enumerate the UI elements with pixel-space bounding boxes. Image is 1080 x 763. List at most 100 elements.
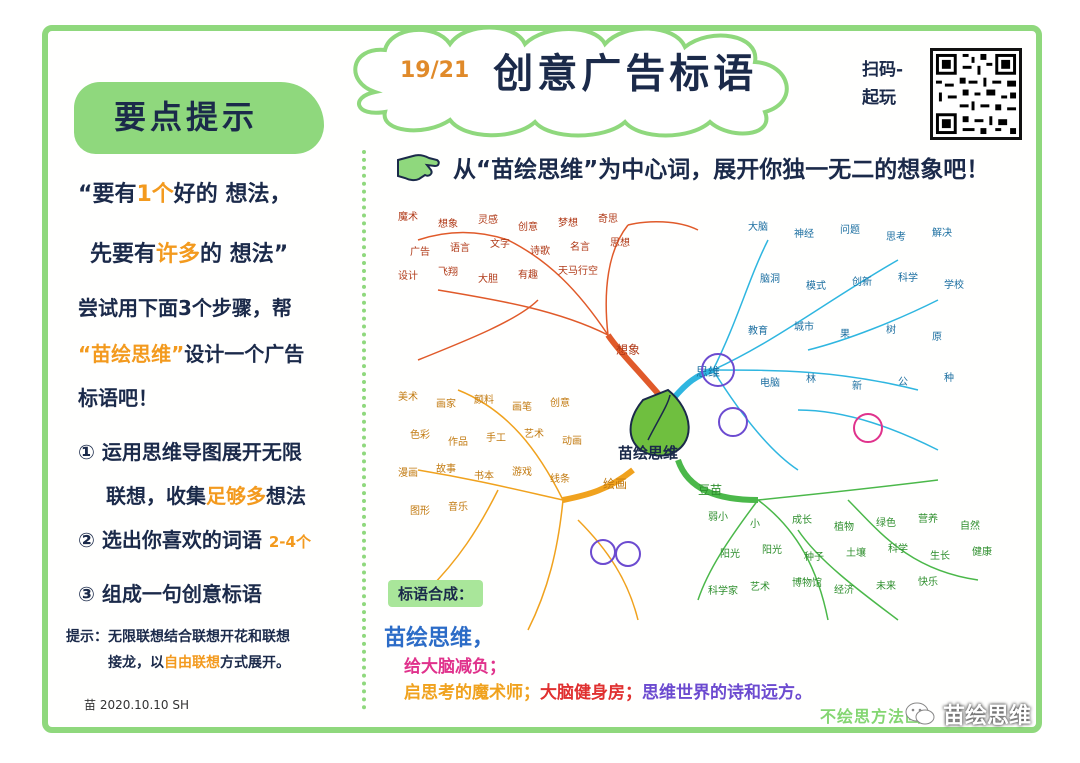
mindmap-word-red: 大胆 bbox=[478, 272, 498, 285]
mindmap-word-blue: 模式 bbox=[806, 279, 826, 292]
step-1-line2: 联想，收集足够多想法 bbox=[106, 480, 306, 509]
step-text: ② 选出你喜欢的词语 bbox=[78, 528, 262, 552]
mindmap-word-orange: 游戏 bbox=[512, 465, 532, 478]
mindmap-word-blue: 教育 bbox=[748, 324, 768, 337]
hint-text: 接龙，以 bbox=[108, 655, 164, 671]
slogan-part-c: 思维世界的诗和远方。 bbox=[642, 683, 812, 703]
mindmap-word-green: 未来 bbox=[876, 580, 896, 592]
mindmap-word-green: 弱小 bbox=[708, 511, 728, 523]
page-number: 19/21 bbox=[400, 57, 470, 83]
mindmap-word-blue: 问题 bbox=[840, 223, 860, 236]
hint-line1: 提示：无限联想结合联想开花和联想 bbox=[66, 629, 290, 645]
mindmap-word-orange: 手工 bbox=[486, 431, 506, 444]
quote-text: 好的 想法， bbox=[173, 182, 292, 207]
mindmap-word-red: 思想 bbox=[610, 236, 630, 249]
mindmap-word-blue: 公 bbox=[898, 377, 908, 388]
quote-line1: “要有1个好的 想法， bbox=[78, 176, 291, 208]
mindmap-word-green: 成长 bbox=[792, 514, 812, 526]
step-3: ③ 组成一句创意标语 bbox=[78, 582, 262, 606]
mindmap-word-orange: 音乐 bbox=[448, 500, 468, 513]
title-cloud bbox=[353, 25, 789, 138]
mindmap-word-red: 创意 bbox=[518, 220, 538, 233]
tips-title: 要点提示 bbox=[114, 98, 259, 136]
mindmap-word-blue: 大脑 bbox=[748, 220, 768, 233]
mindmap-word-red: 诗歌 bbox=[530, 244, 550, 257]
mindmap-word-orange: 漫画 bbox=[398, 467, 418, 479]
step-highlight: 2-4个 bbox=[268, 533, 311, 551]
qr-label-line1: 扫码- bbox=[862, 60, 904, 80]
mindmap-word-green: 土壤 bbox=[846, 546, 866, 559]
intro-text: 设计一个广告 bbox=[184, 342, 305, 366]
hint-highlight: 自由联想 bbox=[164, 655, 220, 671]
mindmap-word-green: 科学 bbox=[888, 542, 908, 555]
branch-blue-label: 思维 bbox=[696, 365, 720, 379]
mindmap-word-red: 想象 bbox=[438, 217, 458, 230]
mindmap-word-green: 自然 bbox=[960, 519, 980, 532]
slogan-line2: 给大脑减负； bbox=[404, 657, 506, 677]
mindmap-word-blue: 思考 bbox=[886, 231, 906, 243]
wechat-icon bbox=[905, 702, 935, 725]
mindmap-word-orange: 图形 bbox=[410, 505, 430, 517]
column-divider bbox=[362, 150, 366, 710]
mindmap-word-orange: 创意 bbox=[550, 396, 570, 409]
mindmap-word-green: 健康 bbox=[972, 545, 992, 558]
branch-orange-label: 绘画 bbox=[603, 476, 627, 491]
mindmap-word-red: 文字 bbox=[490, 237, 510, 250]
mindmap-word-orange: 故事 bbox=[436, 462, 456, 475]
prompt-row: 从“苗绘思维”为中心词，展开你独一无二的想象吧！ bbox=[395, 150, 989, 184]
mindmap-word-blue: 脑洞 bbox=[760, 272, 780, 285]
mindmap-word-red: 梦想 bbox=[558, 216, 578, 229]
branch-green-label: 豆苗 bbox=[698, 483, 722, 497]
mindmap-word-blue: 树 bbox=[886, 323, 896, 336]
qr-label: 扫码- 起玩 bbox=[862, 56, 932, 112]
mindmap-word-blue: 神经 bbox=[794, 227, 814, 240]
mindmap-word-orange: 艺术 bbox=[524, 428, 544, 440]
mindmap-word-red: 设计 bbox=[398, 269, 418, 282]
mindmap-word-red: 飞翔 bbox=[438, 265, 458, 278]
mindmap-word-blue: 解决 bbox=[932, 226, 952, 239]
quote-highlight: 1个 bbox=[136, 182, 174, 207]
title-row: 19/21 创意广告标语 bbox=[400, 40, 760, 100]
mindmap-word-orange: 色彩 bbox=[410, 428, 430, 441]
mindmap-word-orange: 美术 bbox=[398, 390, 418, 403]
mindmap-word-green: 营养 bbox=[918, 512, 938, 525]
mindmap-word-red: 有趣 bbox=[518, 268, 538, 281]
hint-line2: 接龙，以自由联想方式展开。 bbox=[108, 652, 290, 672]
mindmap-word-green: 艺术 bbox=[750, 581, 770, 593]
mindmap-word-orange: 画笔 bbox=[512, 400, 532, 413]
branch-red-label: 想象 bbox=[616, 342, 640, 357]
qr-label-line2: 起玩 bbox=[862, 88, 896, 108]
mindmap-word-red: 魔术 bbox=[398, 210, 418, 223]
step-highlight: 足够多 bbox=[206, 484, 266, 508]
mindmap-word-blue: 电脑 bbox=[760, 376, 780, 389]
mindmap-word-red: 奇思 bbox=[598, 212, 618, 225]
slogan-part-b: 大脑健身房； bbox=[540, 683, 642, 703]
mindmap-word-orange: 作品 bbox=[448, 436, 468, 448]
intro-highlight: “苗绘思维” bbox=[78, 342, 185, 366]
slogan-part-a: 启思考的魔术师； bbox=[404, 683, 540, 703]
intro-line1: 尝试用下面3个步骤，帮 bbox=[78, 296, 292, 320]
qr-code-icon[interactable] bbox=[930, 48, 1022, 140]
mindmap-word-green: 科学家 bbox=[708, 584, 738, 597]
mindmap-word-blue: 种 bbox=[944, 371, 954, 384]
mindmap-word-blue: 新 bbox=[852, 379, 862, 392]
mindmap-word-green: 小 bbox=[750, 518, 760, 530]
mindmap-word-blue: 城市 bbox=[794, 320, 814, 333]
mindmap-word-blue: 创新 bbox=[852, 275, 872, 288]
mindmap-word-orange: 书本 bbox=[474, 469, 494, 482]
step-text: 联想，收集 bbox=[106, 484, 206, 508]
slogan-label: 标语合成： bbox=[388, 580, 484, 607]
mindmap-word-green: 生长 bbox=[930, 549, 950, 562]
step-2: ② 选出你喜欢的词语 2-4个 bbox=[78, 524, 311, 553]
step-text: 想法 bbox=[266, 484, 306, 508]
hint-text: 方式展开。 bbox=[220, 655, 290, 671]
quote-text: “要有 bbox=[78, 182, 137, 207]
mindmap-word-red: 天马行空 bbox=[558, 264, 598, 277]
step-1-line1: ① 运用思维导图展开无限 bbox=[78, 440, 302, 464]
quote-text: 的 想法” bbox=[200, 242, 289, 267]
prompt-text: 从“苗绘思维”为中心词，展开你独一无二的想象吧！ bbox=[453, 157, 990, 183]
quote-highlight: 许多 bbox=[156, 242, 201, 267]
side-watermark: 不绘思方法画 bbox=[820, 707, 923, 726]
mindmap-word-red: 语言 bbox=[450, 241, 470, 254]
hand-pointer-icon bbox=[397, 154, 440, 182]
